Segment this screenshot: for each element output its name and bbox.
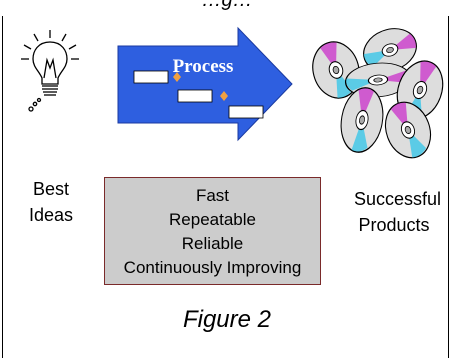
successful-products-line: Successful [354, 189, 442, 209]
quality-item: Reliable [181, 234, 244, 253]
quality-item: Repeatable [169, 210, 256, 229]
successful-products-line: Products [358, 215, 430, 235]
process-label: Process [173, 56, 234, 77]
figure-frame [2, 16, 449, 358]
process-step-box [177, 89, 213, 103]
process-step-box [228, 105, 264, 119]
disc-pile-icon [306, 21, 452, 165]
clipped-top-caption: …g… [201, 0, 253, 11]
lightbulb-icon [21, 30, 79, 112]
best-ideas-label: Best Ideas [26, 176, 76, 228]
process-arrow: Process [117, 26, 293, 142]
decision-diamond [173, 72, 181, 82]
successful-products-label: Successful Products [354, 186, 442, 238]
best-ideas-line: Ideas [28, 205, 74, 225]
process-step-box [133, 70, 169, 84]
figure-caption: Figure 2 [182, 306, 272, 333]
quality-item: Continuously Improving [123, 258, 302, 277]
quality-item: Fast [195, 186, 230, 205]
decision-diamond [220, 91, 228, 101]
qualities-box: Fast Repeatable Reliable Continuously Im… [104, 177, 321, 285]
best-ideas-line: Best [32, 179, 70, 199]
